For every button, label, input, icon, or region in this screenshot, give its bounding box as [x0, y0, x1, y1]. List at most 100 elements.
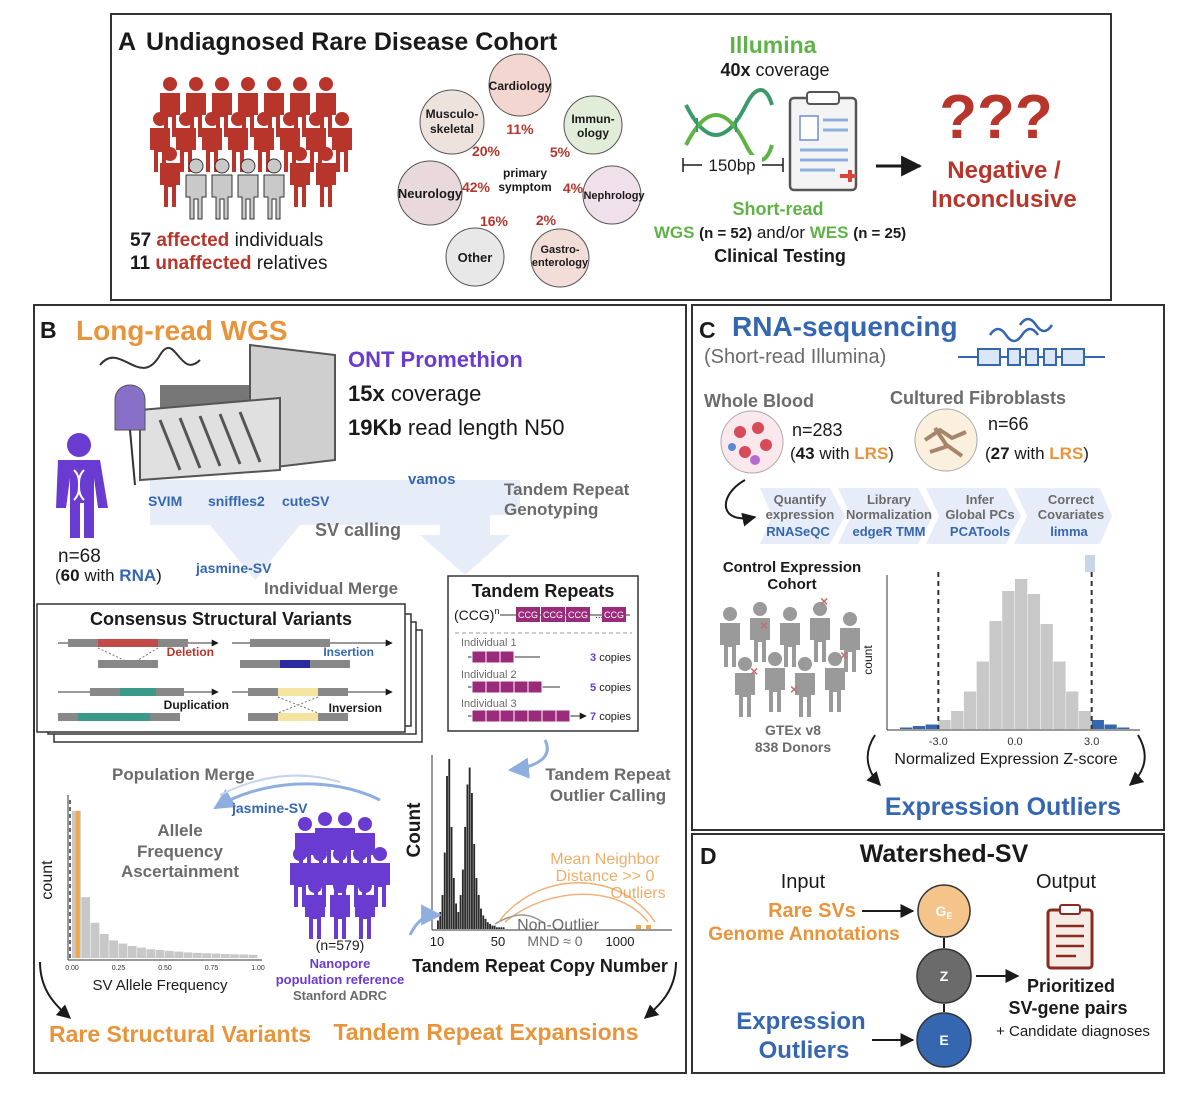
tr-bar: [468, 767, 471, 929]
svg-text:×: ×: [750, 663, 758, 679]
negative-label-2: Inconclusive: [931, 186, 1076, 213]
expression-input-1: Expression: [736, 1008, 865, 1035]
z-ylabel: count: [861, 645, 875, 675]
non-outlier: Non-Outlier: [517, 917, 599, 934]
gene-model-icon: [958, 348, 1105, 366]
z-bar: [951, 711, 964, 729]
allele-2: Frequency: [137, 842, 224, 861]
copies-2: 5 copies: [590, 682, 631, 694]
tr-bar: [459, 895, 462, 929]
panel-d: D Watershed-SV Input Output Rare SVs Gen…: [691, 833, 1165, 1074]
tr-bar: [491, 925, 494, 929]
step-3-l1: Infer: [966, 492, 994, 507]
tr-bar: [477, 895, 480, 929]
z-bar: [989, 621, 1002, 729]
fb-lrs: (27 with LRS): [985, 444, 1089, 463]
musculoskeletal-icon: [419, 89, 485, 155]
pct-cardiology: 11%: [506, 121, 534, 137]
illumina-coverage: 40x coverage: [720, 60, 829, 80]
copies-3: 7 copies: [590, 711, 631, 723]
illumina-label: Illumina: [730, 32, 817, 58]
fibroblast-label: Cultured Fibroblasts: [890, 388, 1066, 408]
individual-merge-label: Individual Merge: [264, 579, 398, 598]
arrow-tr-exp: [643, 961, 677, 1019]
tr-bar: [448, 759, 451, 929]
clipboard-icon: [788, 91, 858, 192]
input-label: Input: [781, 871, 826, 893]
step-2-l1: Library: [867, 492, 912, 507]
sequencer-icon: [99, 343, 336, 486]
tr-ylabel: Count: [404, 802, 425, 858]
gtex-donors-icon: ××××××: [720, 593, 860, 717]
other-icon: [445, 227, 505, 287]
node-z-icon: [916, 948, 972, 1004]
pct-neurology: 42%: [462, 179, 491, 195]
panel-a-letter: A: [118, 28, 136, 56]
step-2-l2: Normalization: [846, 507, 932, 522]
whole-blood-label: Whole Blood: [704, 391, 814, 411]
af-bar: [230, 954, 239, 958]
sv-insertion: Insertion: [323, 645, 374, 659]
ont-coverage: 15x coverage: [348, 381, 481, 406]
tr-bar: [502, 927, 505, 929]
step-2-tool: edgeR TMM: [853, 524, 926, 539]
population-merge: Population Merge: [112, 765, 255, 784]
rna-pipeline: [760, 488, 1112, 544]
tr-xlabel: Tandem Repeat Copy Number: [412, 956, 668, 976]
expression-outliers: Expression Outliers: [885, 793, 1121, 821]
step-4-tool: limma: [1050, 524, 1088, 539]
node-e: E: [939, 1032, 948, 1048]
step-3-tool: PCATools: [950, 524, 1010, 539]
tr-bar: [484, 918, 487, 929]
af-tick-label: 1.00: [251, 965, 265, 972]
tr-bar: [480, 908, 482, 929]
gtex-2: 838 Donors: [755, 739, 831, 755]
sv-inversion: Inversion: [329, 701, 382, 715]
svg-text:×: ×: [790, 681, 798, 697]
panel-a-border: [110, 13, 1112, 301]
z-bar: [1027, 594, 1041, 729]
panel-d-letter: D: [700, 843, 717, 869]
symptom-immunology: Immun-: [571, 112, 614, 126]
prioritized-2: SV-gene pairs: [1008, 998, 1127, 1018]
consensus-sv-card: Consensus Structural Variants Deletion I…: [36, 603, 423, 743]
tr-copy-number-chart: Count Tandem Repeat Copy Number 10 50 10…: [404, 755, 672, 976]
genome-annotations-input: Genome Annotations: [708, 924, 899, 945]
tr-bar: [473, 844, 476, 929]
mnd-3: Outliers: [610, 885, 665, 902]
vamos-label: vamos: [408, 471, 456, 488]
expression-input-2: Outliers: [759, 1037, 850, 1064]
tr-tick-50: 50: [491, 934, 505, 949]
tr-outlier-bar: [646, 925, 651, 929]
af-xlabel: SV Allele Frequency: [92, 977, 228, 994]
lrs-n: n=68: [58, 546, 101, 567]
ccg-motif: (CCG)n: [454, 606, 499, 623]
panel-b: B Long-read WGS ONT Promethion 15x cover…: [33, 304, 687, 1074]
candidate-diagnoses: + Candidate diagnoses: [996, 1023, 1150, 1040]
wb-n: n=283: [792, 420, 843, 440]
step-1-tool: RNASeQC: [766, 524, 830, 539]
caller-sniffles2: sniffles2: [208, 493, 265, 509]
tandem-repeat-card: Tandem Repeats (CCG)n CCG CCG CCG ... CC…: [447, 575, 639, 732]
tr-genotyping-1: Tandem Repeat: [504, 480, 630, 499]
flow-arrows: [150, 480, 520, 580]
short-read-label: Short-read: [732, 199, 823, 219]
tr-bar: [495, 927, 498, 929]
prioritized-1: Prioritized: [1027, 976, 1115, 996]
af-bar: [239, 954, 249, 958]
gtex-1: GTEx v8: [765, 722, 821, 738]
fb-n: n=66: [988, 414, 1029, 434]
tr-bar: [446, 776, 448, 929]
patient-dna-icon: [56, 433, 108, 538]
step-4-l1: Correct: [1048, 492, 1095, 507]
af-bar: [90, 922, 100, 958]
tr-bar: [471, 793, 473, 929]
output-label: Output: [1036, 871, 1096, 893]
node-z: Z: [940, 968, 949, 984]
individual-1: Individual 1: [461, 637, 517, 649]
af-highlight-bar: [75, 810, 80, 958]
af-bar: [165, 950, 174, 958]
symptom-other: Other: [458, 250, 493, 265]
tr-bar: [493, 925, 496, 929]
report-clipboard-icon: [1046, 904, 1094, 970]
